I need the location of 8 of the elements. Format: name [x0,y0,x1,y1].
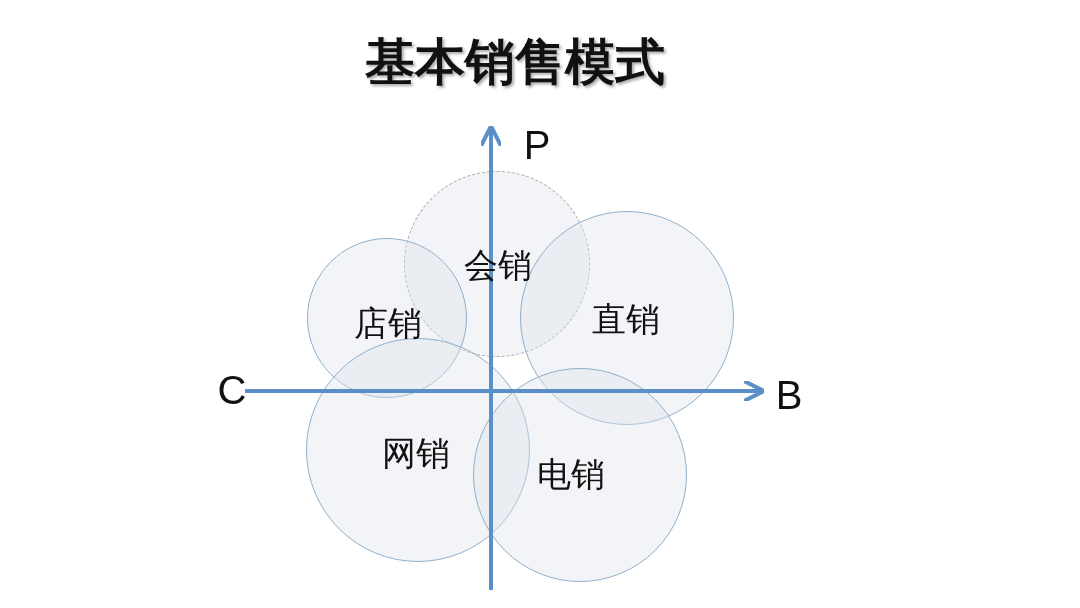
axis-label: C [217,370,247,410]
circle-label: 店销 [354,306,422,340]
title: 基本销售模式 [365,31,665,93]
axis-label: P [523,125,551,165]
circle-label: 网销 [382,436,450,470]
circle-label: 电销 [537,457,605,491]
axis-label: B [775,375,803,415]
circle-label: 直销 [592,302,660,336]
